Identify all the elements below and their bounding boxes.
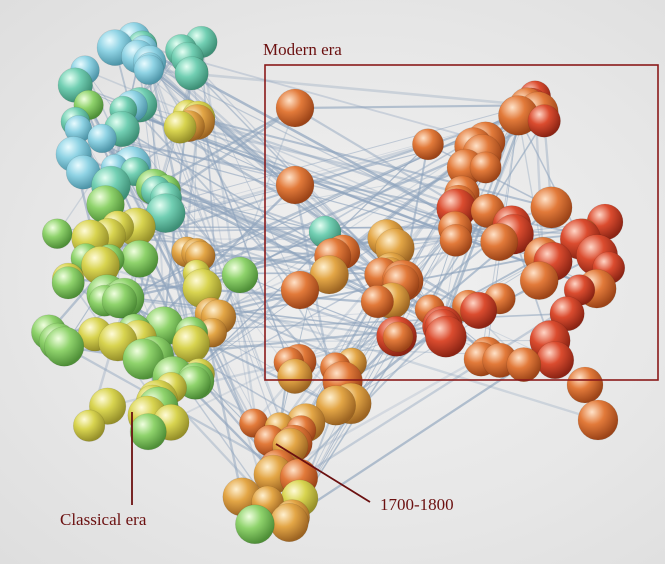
network-node [566,366,604,404]
network-node [277,358,313,394]
classical-era-label: Classical era [60,510,147,529]
network-edge [101,137,554,263]
network-edge [212,332,337,406]
network-node [469,151,502,184]
network-node [275,165,315,205]
network-node [360,285,394,319]
network-edge [197,117,290,363]
network-node [235,504,275,545]
network-edge [153,106,296,188]
network-edge [122,108,598,290]
network-node [536,341,575,380]
modern-era-box [264,64,659,381]
network-node [527,104,561,138]
network-node [439,223,473,257]
network-node [44,326,85,367]
network-node [577,399,619,441]
network-node [519,261,559,300]
network-edge [200,41,220,318]
network-node [87,123,117,154]
network-edge [272,353,488,476]
network-node [72,409,106,442]
network-edge [291,363,525,519]
network-edge [190,122,198,344]
network-edge [239,274,399,338]
network-edge [164,189,352,405]
network-edge [294,104,532,110]
period-1700-1800-label: 1700-1800 [380,495,454,514]
network-node [530,186,573,229]
network-node [480,223,519,262]
node-layer [31,22,626,545]
network-node [412,128,444,161]
network-node [101,283,138,319]
network-edge [123,297,399,338]
network-node [460,291,498,330]
period-1700-1800-pointer [275,443,371,503]
network-node [275,88,315,128]
network-edge [298,287,598,479]
network-node [382,321,414,353]
network-node [424,315,467,358]
network-node [133,54,165,85]
network-node [221,256,259,294]
network-node [280,270,320,310]
modern-era-label: Modern era [263,40,342,59]
network-node [506,347,542,383]
network-node [269,502,309,542]
network-edge [148,68,532,107]
network-edge [291,120,545,518]
network-edge [516,113,582,240]
network-node [315,385,357,426]
network-node [42,218,73,249]
network-edge [142,48,344,382]
network-node [174,56,209,91]
network-node [120,239,159,278]
network-node [163,110,197,144]
network-node [129,413,167,451]
network-node [51,266,85,300]
